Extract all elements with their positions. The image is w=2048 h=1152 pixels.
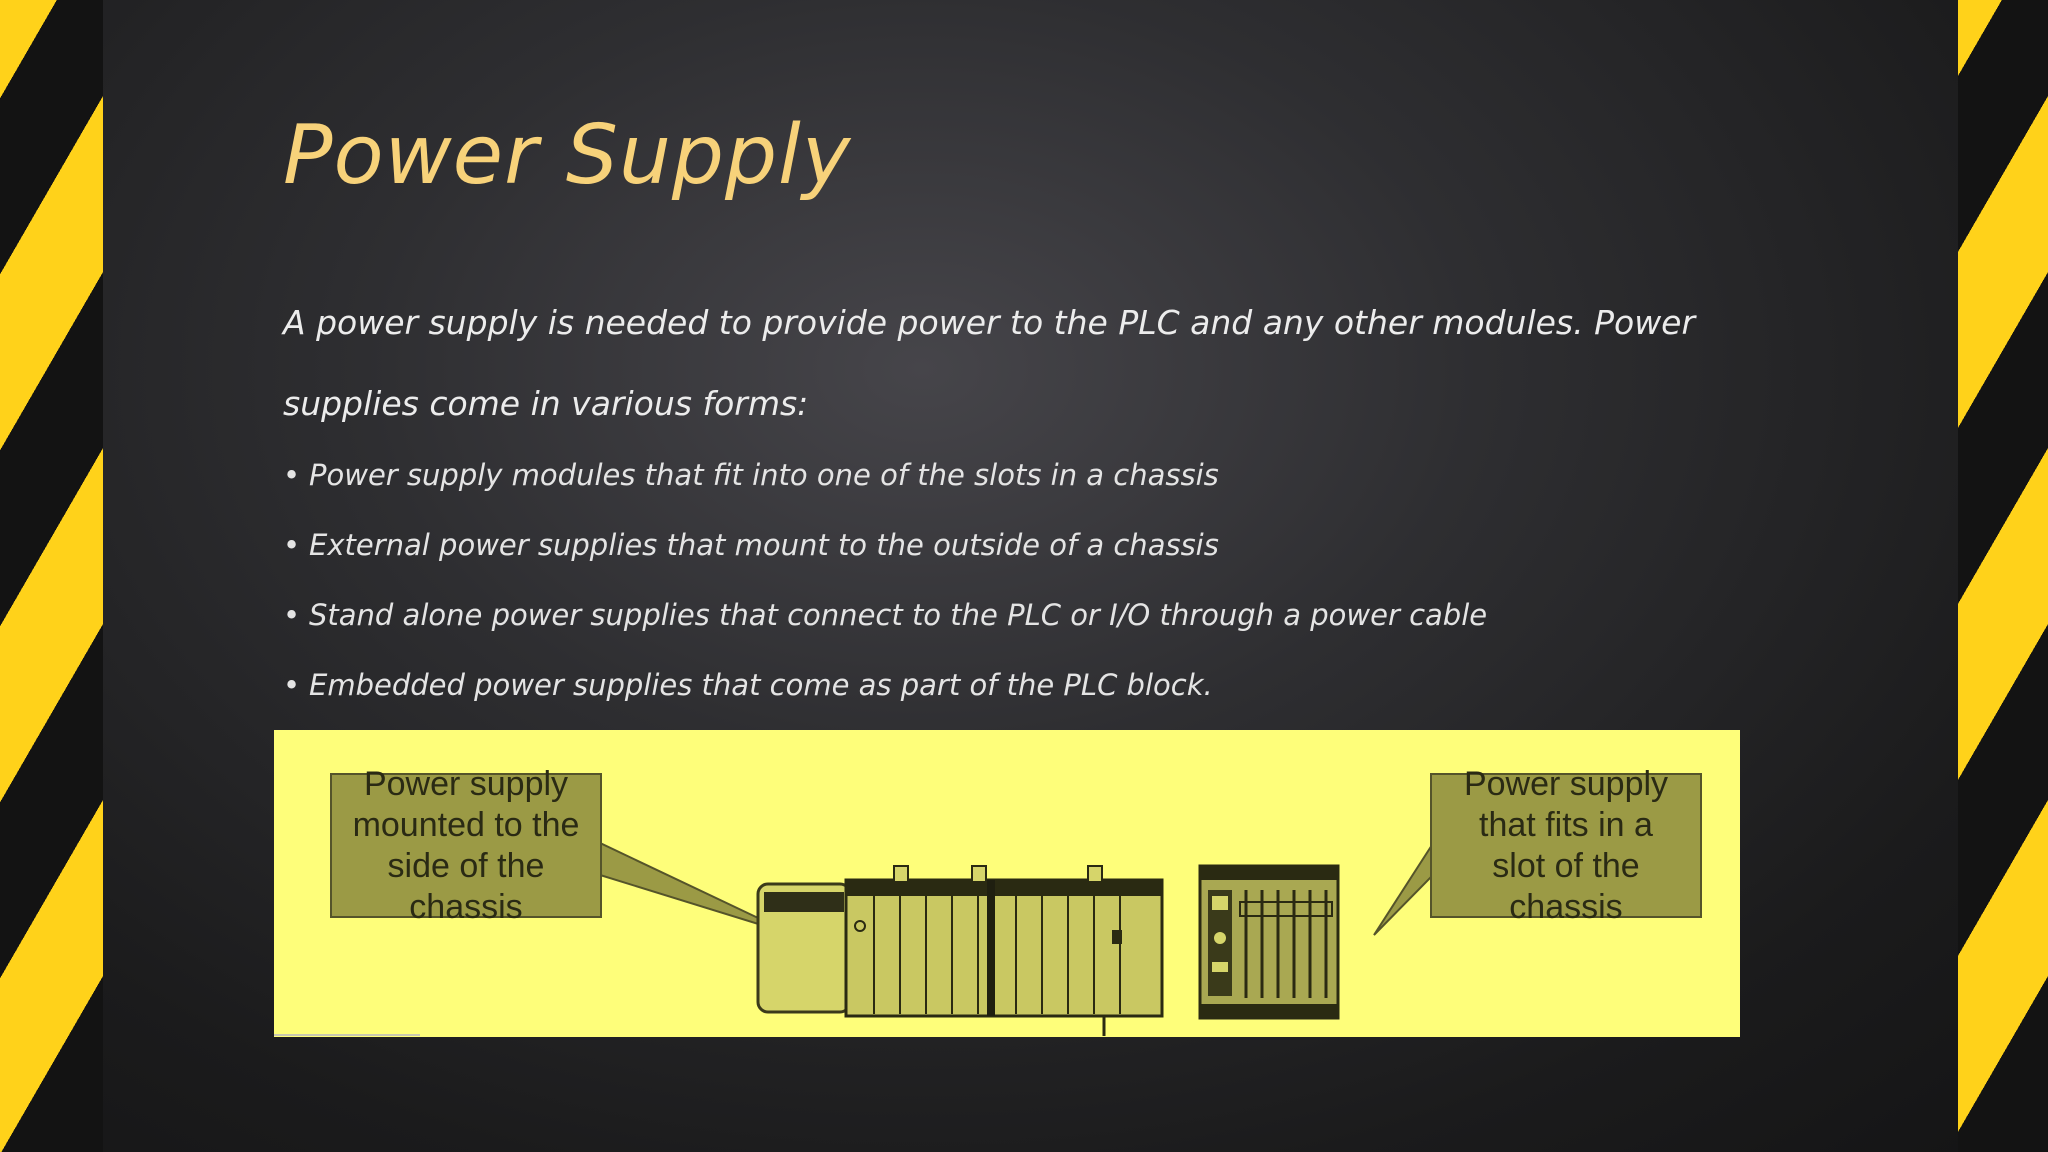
callout-slot-mounted-text: Power supply that fits in a slot of the … bbox=[1463, 764, 1669, 926]
bullet-dot: • bbox=[283, 458, 301, 492]
bullet-text: External power supplies that mount to th… bbox=[309, 528, 1219, 562]
chassis-with-slot-power-supply bbox=[1198, 864, 1340, 1020]
power-supply-figure: Power supply mounted to the side of the … bbox=[274, 730, 1740, 1037]
plc-illustration bbox=[274, 841, 1433, 1036]
bullet-list: •Power supply modules that fit into one … bbox=[283, 450, 1753, 730]
bullet-item: •Embedded power supplies that come as pa… bbox=[283, 660, 1753, 730]
bullet-dot: • bbox=[283, 668, 301, 702]
callout-slot-mounted: Power supply that fits in a slot of the … bbox=[1430, 765, 1702, 926]
hazard-stripes-right bbox=[1958, 0, 2048, 1152]
bullet-text: Stand alone power supplies that connect … bbox=[309, 598, 1488, 632]
intro-paragraph: A power supply is needed to provide powe… bbox=[283, 303, 1696, 423]
bullet-text: Power supply modules that fit into one o… bbox=[309, 458, 1219, 492]
callout-side-mounted-text: Power supply mounted to the side of the … bbox=[352, 764, 580, 926]
bullet-item: •Stand alone power supplies that connect… bbox=[283, 590, 1753, 660]
bullet-dot: • bbox=[283, 598, 301, 632]
callout-right-pointer bbox=[1373, 841, 1433, 936]
bullet-item: •Power supply modules that fit into one … bbox=[283, 450, 1753, 520]
bullet-text: Embedded power supplies that come as par… bbox=[309, 668, 1213, 702]
slide-title: Power Supply bbox=[283, 108, 852, 203]
bullet-item: •External power supplies that mount to t… bbox=[283, 520, 1753, 590]
bullet-dot: • bbox=[283, 528, 301, 562]
callout-side-mounted: Power supply mounted to the side of the … bbox=[330, 765, 602, 926]
chassis-with-side-power-supply bbox=[756, 865, 1164, 1036]
hazard-stripes-left bbox=[0, 0, 103, 1152]
